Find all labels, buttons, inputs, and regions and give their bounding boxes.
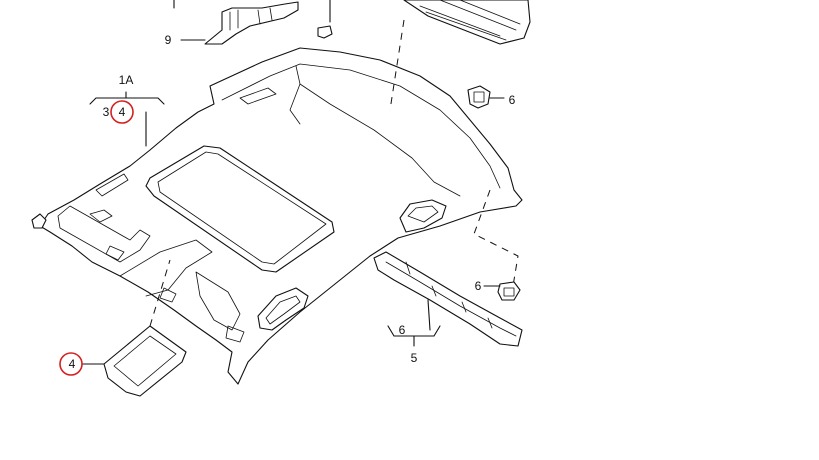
label-part-4-upper: 4 <box>119 105 126 119</box>
clip-part-6-top-right <box>467 85 505 109</box>
label-part-4-lower: 4 <box>69 357 76 371</box>
highlight-circle-lower <box>59 352 83 376</box>
top-trim-strip <box>403 0 531 45</box>
label-part-5: 5 <box>411 351 418 365</box>
label-part-1a: 1A <box>119 73 134 87</box>
clip-part-6-mid-right <box>483 281 521 301</box>
left-edge-fastener <box>31 213 47 229</box>
side-trim-rail-part-5 <box>373 251 523 347</box>
screw-top <box>317 0 333 39</box>
label-part-6-mid-right: 6 <box>475 279 482 293</box>
headliner-panel <box>39 19 523 385</box>
label-part-6-top-right: 6 <box>509 93 516 107</box>
group-bracket-1a <box>89 91 165 147</box>
label-part-3: 3 <box>103 105 110 119</box>
group-bracket-5 <box>387 299 441 347</box>
highlight-circle-upper <box>110 100 134 124</box>
label-part-6-bottom: 6 <box>399 323 406 337</box>
label-part-9: 9 <box>165 33 172 47</box>
light-frame-part-4 <box>103 259 187 397</box>
bracket-part-9 <box>173 0 299 45</box>
